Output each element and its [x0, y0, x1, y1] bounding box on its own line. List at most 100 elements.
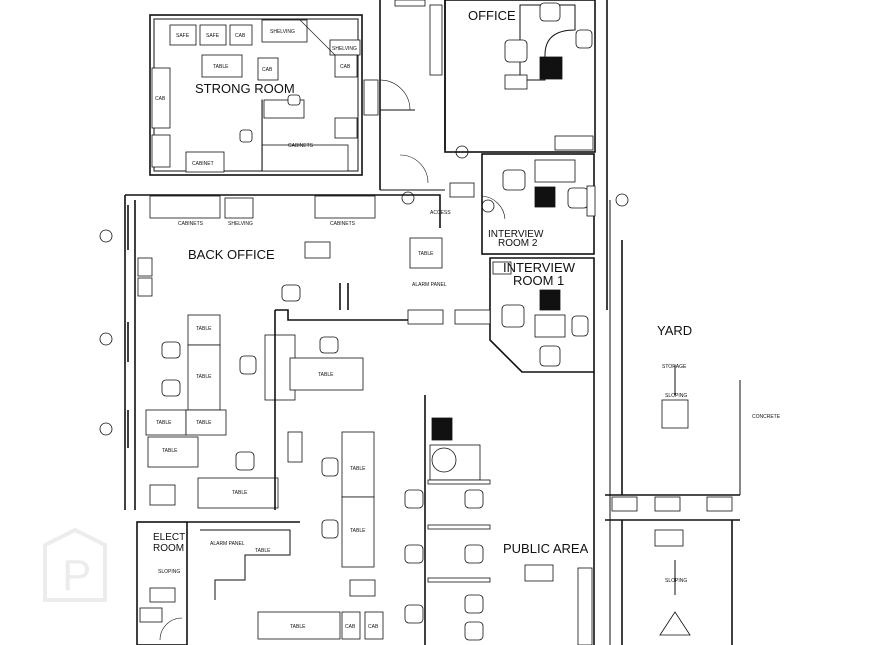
cab-label-p2: CAB: [368, 624, 379, 630]
table-strong: [201, 54, 243, 78]
partition-b: [454, 309, 491, 325]
cabinet-label-bottom: CABINET: [192, 161, 214, 167]
chair-p5: [404, 544, 424, 564]
table-p1: [341, 431, 375, 498]
table-label-p2: TABLE: [350, 528, 366, 534]
partition-a: [407, 309, 444, 325]
chair-p1: [321, 457, 339, 477]
cab-1: [229, 24, 253, 46]
cab-label-3: CAB: [340, 64, 351, 70]
table-label-b3: TABLE: [156, 420, 172, 426]
exterior-markers: [99, 193, 629, 448]
yard-sign-1: [611, 496, 638, 512]
ir1-chair-dark: [539, 289, 561, 311]
cab-p2: [364, 611, 384, 640]
ir1-chair-3: [571, 315, 589, 337]
ir1-unit: [492, 261, 512, 275]
chair-p3: [404, 489, 424, 509]
yard-label: YARD: [657, 323, 692, 338]
chair-p2: [321, 519, 339, 539]
chair-p8: [464, 594, 484, 614]
interview-room-1: INTERVIEW ROOM 1: [489, 257, 595, 373]
elect-room-label-line2: ROOM: [153, 543, 184, 554]
access-unit: [449, 182, 475, 198]
table-b2: [187, 344, 221, 411]
office-label: OFFICE: [468, 8, 516, 23]
table-label-b6: TABLE: [232, 490, 248, 496]
ir1-label-line1: INTERVIEW: [503, 260, 576, 275]
door-marker-2: [481, 199, 495, 213]
small-unit-b: [149, 484, 176, 506]
ir2-label-line2: ROOM 2: [498, 238, 538, 249]
table-label-p3: TABLE: [290, 624, 306, 630]
cab-4: [334, 117, 358, 139]
elect-cab: [149, 587, 176, 603]
elect-room: ELECT ROOM ALARM PANEL TABLE SLOPING: [136, 521, 300, 645]
yard-sign-2: [654, 496, 681, 512]
alarm-panel-label: ALARM PANEL: [412, 282, 447, 288]
table-b9: [409, 237, 443, 269]
concrete-label: CONCRETE: [752, 414, 781, 420]
lower-sloping-label: SLOPING: [665, 578, 687, 584]
sign-pub-2: [524, 564, 554, 582]
chair-p9: [464, 621, 484, 641]
office-sign: [504, 74, 528, 90]
office-desk-dark: [539, 56, 563, 80]
shelving-1: [261, 19, 308, 43]
ext-marker-4: [615, 193, 629, 207]
lower-yard-room: SLOPING: [621, 520, 733, 645]
cab-label-p1: CAB: [345, 624, 356, 630]
chair-b5: [281, 284, 301, 302]
office-chair-3: [575, 29, 593, 49]
cabinet-left: [151, 134, 171, 168]
desk-pub-1: [427, 479, 491, 485]
ext-marker-2: [99, 332, 113, 346]
unit-upper-small: [394, 0, 426, 7]
elect-table-label: TABLE: [255, 548, 271, 554]
shelving-label-top: SHELVING: [228, 221, 253, 227]
cab-left-2: [137, 277, 153, 297]
safe-dark: [431, 417, 453, 441]
chair-p4: [464, 489, 484, 509]
elect-sloping-label: SLOPING: [158, 569, 180, 575]
cabinets-label-bottom: CABINETS: [288, 143, 314, 149]
cab-label-1: CAB: [235, 33, 246, 39]
upper-corridor: ACCESS: [363, 0, 495, 216]
elect-room-label-line1: ELECT: [153, 532, 185, 543]
chair-strong-1: [239, 129, 253, 143]
office-shelf: [554, 135, 594, 151]
strong-room: STRONG ROOM SAFE SAFE CAB SHELVING TABLE…: [149, 14, 363, 176]
cab-3: [334, 54, 358, 78]
shelving-top: [224, 197, 254, 219]
yard-storage-label: STORAGE: [662, 364, 687, 370]
cab-right-b: [287, 431, 303, 463]
cab-label-side: CAB: [155, 96, 166, 102]
yard-sign-3: [706, 496, 733, 512]
ir1-label-line2: ROOM 1: [513, 273, 564, 288]
strong-room-label: STRONG ROOM: [195, 81, 295, 96]
ir2-table: [534, 159, 576, 183]
table-b6: [197, 477, 279, 509]
cab-2: [257, 57, 279, 81]
sign-back-office: [304, 241, 331, 259]
cab-left-1: [137, 257, 153, 277]
safe-2: [199, 24, 227, 46]
chair-p7: [404, 604, 424, 624]
back-office-label: BACK OFFICE: [188, 247, 275, 262]
safe-1: [169, 24, 197, 46]
shelving-label-2: SHELVING: [332, 46, 357, 52]
office-chair-2: [504, 39, 528, 63]
cabinet-column: [363, 79, 379, 116]
sign-pub-1: [349, 579, 376, 597]
chair-b1: [161, 341, 181, 359]
triangle-marker: [659, 611, 691, 636]
chair-b3: [239, 355, 257, 375]
table-label-b2: TABLE: [196, 374, 212, 380]
watermark: P: [43, 527, 107, 602]
table-label-p1: TABLE: [350, 466, 366, 472]
yard: YARD STORAGE SLOPING CONCRETE: [605, 200, 781, 645]
table-p2: [341, 496, 375, 568]
elect-alarm-panel-label: ALARM PANEL: [210, 541, 245, 547]
table-b5: [147, 436, 199, 468]
cabinets-bottom: [261, 144, 349, 172]
